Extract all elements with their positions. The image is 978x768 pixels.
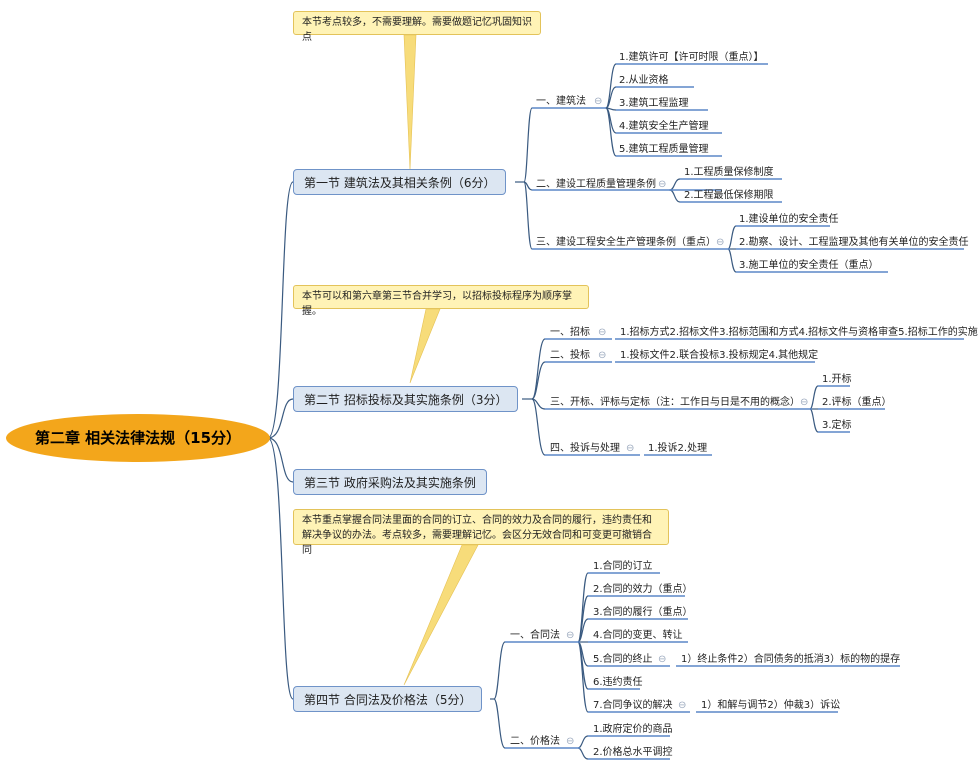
- collapse-icon[interactable]: ⊖: [598, 327, 607, 338]
- connector-line: [727, 248, 737, 273]
- root-chapter-node[interactable]: 第二章 相关法律法规（15分）: [6, 414, 270, 462]
- s2c-item-2[interactable]: 2.评标（重点）: [822, 397, 892, 408]
- s4a-end-detail[interactable]: 1）终止条件2）合同债务的抵消3）标的物的提存: [681, 654, 901, 665]
- connector-line: [605, 63, 617, 109]
- s1-topic-jianzhufa[interactable]: 一、建筑法: [536, 96, 586, 107]
- note-section4[interactable]: 本节重点掌握合同法里面的合同的订立、合同的效力及合同的履行，违约责任和解决争议的…: [293, 509, 669, 556]
- s1a-item-2[interactable]: 2.从业资格: [619, 75, 669, 86]
- collapse-icon[interactable]: ⊖: [658, 179, 667, 190]
- note-section1[interactable]: 本节考点较多，不需要理解。需要做题记忆巩固知识点: [293, 11, 541, 43]
- s4a-item-3[interactable]: 3.合同的履行（重点）: [593, 607, 693, 618]
- section4-node[interactable]: 第四节 合同法及价格法（5分）: [293, 686, 483, 712]
- section2-node[interactable]: 第二节 招标投标及其实施条例（3分）: [293, 386, 519, 412]
- connector-line: [493, 698, 506, 749]
- s2-topic-toubiao[interactable]: 二、投标: [550, 350, 590, 361]
- s2c-item-3[interactable]: 3.定标: [822, 420, 852, 431]
- s4-topic-hetongfa[interactable]: 一、合同法: [510, 630, 560, 641]
- collapse-icon[interactable]: ⊖: [678, 700, 687, 711]
- connector-line: [531, 338, 546, 400]
- s1-topic-quality[interactable]: 二、建设工程质量管理条例: [536, 179, 656, 190]
- collapse-icon[interactable]: ⊖: [598, 350, 607, 361]
- connector-line: [727, 225, 737, 250]
- s1a-item-1[interactable]: 1.建筑许可【许可时限（重点）】: [619, 52, 764, 63]
- connector-line: [809, 408, 819, 433]
- section3-node[interactable]: 第三节 政府采购法及其实施条例: [293, 469, 487, 495]
- connector-line: [809, 385, 819, 410]
- s2-topic-kaibiao[interactable]: 三、开标、评标与定标（注：工作日与日是不用的概念）: [550, 397, 800, 408]
- collapse-icon[interactable]: ⊖: [658, 654, 667, 665]
- s4a-item-6[interactable]: 6.违约责任: [593, 677, 643, 688]
- s1-topic-safety[interactable]: 三、建设工程安全生产管理条例（重点）: [536, 237, 716, 248]
- s4a-item-2[interactable]: 2.合同的效力（重点）: [593, 584, 693, 595]
- connector-line: [577, 641, 589, 713]
- connector-line: [669, 189, 681, 203]
- s4a-item-1[interactable]: 1.合同的订立: [593, 561, 653, 572]
- connector-line: [523, 181, 533, 191]
- s1a-item-5[interactable]: 5.建筑工程质量管理: [619, 144, 709, 155]
- s4-topic-jiagefa[interactable]: 二、价格法: [510, 736, 560, 747]
- collapse-icon[interactable]: ⊖: [566, 630, 575, 641]
- s2d-detail[interactable]: 1.投诉2.处理: [648, 443, 708, 454]
- note-section2[interactable]: 本节可以和第六章第三节合并学习，以招标投标程序为顺序掌握。: [293, 285, 589, 317]
- s4b-item-2[interactable]: 2.价格总水平调控: [593, 747, 673, 758]
- connector-line: [267, 437, 294, 483]
- connector-line: [669, 178, 681, 191]
- collapse-icon[interactable]: ⊖: [594, 96, 603, 107]
- note1-pointer: [403, 34, 417, 171]
- connector-line: [523, 107, 533, 183]
- collapse-icon[interactable]: ⊖: [716, 237, 725, 248]
- connector-line: [267, 437, 294, 700]
- connector-line: [605, 107, 617, 157]
- s1a-item-3[interactable]: 3.建筑工程监理: [619, 98, 689, 109]
- note3-pointer: [403, 544, 479, 686]
- connector-line: [577, 747, 589, 760]
- s1c-item-3[interactable]: 3.施工单位的安全责任（重点）: [739, 260, 879, 271]
- connector-line: [523, 181, 533, 250]
- connector-line: [531, 361, 546, 400]
- s2c-item-1[interactable]: 1.开标: [822, 374, 852, 385]
- section1-node[interactable]: 第一节 建筑法及其相关条例（6分）: [293, 169, 507, 195]
- connector-line: [531, 398, 546, 456]
- s2-topic-zhaobiao[interactable]: 一、招标: [550, 327, 590, 338]
- s4a-dispute-detail[interactable]: 1）和解与调节2）仲裁3）诉讼: [701, 700, 841, 711]
- connector-line: [493, 641, 506, 700]
- note2-pointer: [409, 308, 441, 384]
- connector-line: [577, 735, 589, 749]
- connector-line: [577, 572, 589, 643]
- s4b-item-1[interactable]: 1.政府定价的商品: [593, 724, 673, 735]
- s4a-item-7[interactable]: 7.合同争议的解决: [593, 700, 673, 711]
- s1c-item-2[interactable]: 2.勘察、设计、工程监理及其他有关单位的安全责任: [739, 237, 969, 248]
- s2a-detail[interactable]: 1.招标方式2.招标文件3.招标范围和方式4.招标文件与资格审查5.招标工作的实…: [620, 327, 978, 338]
- s2b-detail[interactable]: 1.投标文件2.联合投标3.投标规定4.其他规定: [620, 350, 819, 361]
- connector-line: [605, 86, 617, 109]
- s4a-item-5[interactable]: 5.合同的终止: [593, 654, 653, 665]
- s1a-item-4[interactable]: 4.建筑安全生产管理: [619, 121, 709, 132]
- collapse-icon[interactable]: ⊖: [626, 443, 635, 454]
- s1b-item-1[interactable]: 1.工程质量保修制度: [684, 167, 774, 178]
- collapse-icon[interactable]: ⊖: [566, 736, 575, 747]
- s4a-item-4[interactable]: 4.合同的变更、转让: [593, 630, 683, 641]
- collapse-icon[interactable]: ⊖: [800, 397, 809, 408]
- s1b-item-2[interactable]: 2.工程最低保修期限: [684, 190, 774, 201]
- s1c-item-1[interactable]: 1.建设单位的安全责任: [739, 214, 839, 225]
- connector-line: [267, 398, 294, 439]
- s2-topic-tousu[interactable]: 四、投诉与处理: [550, 443, 620, 454]
- connector-line: [267, 181, 294, 439]
